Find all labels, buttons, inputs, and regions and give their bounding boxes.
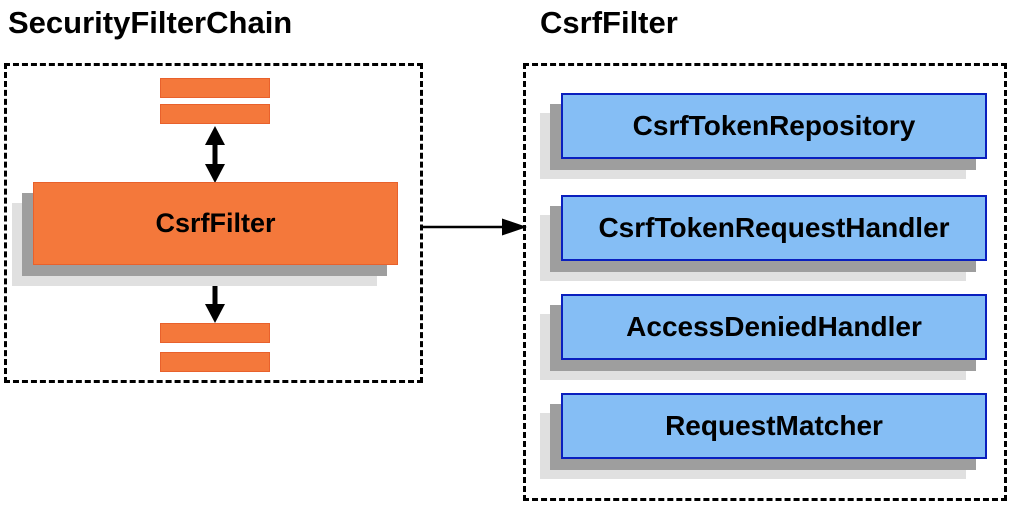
bidirectional-arrow-icon [205, 266, 225, 323]
component-label: RequestMatcher [665, 410, 883, 441]
csrf-filter-title: CsrfFilter [540, 5, 678, 40]
component-label: CsrfTokenRequestHandler [598, 212, 950, 243]
bidirectional-arrow-icon [205, 126, 225, 183]
component-request-matcher: RequestMatcher [561, 393, 987, 459]
security-filter-chain-container [4, 63, 423, 383]
filter-placeholder-bar [160, 323, 270, 343]
component-csrf-token-repository: CsrfTokenRepository [561, 93, 987, 159]
component-label: CsrfTokenRepository [632, 110, 916, 141]
filter-placeholder-bar [160, 78, 270, 98]
csrf-filter-detail-container [523, 63, 1007, 501]
component-csrf-token-request-handler: CsrfTokenRequestHandler [561, 195, 987, 261]
component-access-denied-handler: AccessDeniedHandler [561, 294, 987, 360]
filter-placeholder-bar [160, 352, 270, 372]
filter-placeholder-bar [160, 104, 270, 124]
csrf-filter-node-label: CsrfFilter [155, 208, 276, 238]
component-label: AccessDeniedHandler [626, 311, 922, 342]
flow-arrow-icon [422, 218, 527, 236]
security-filter-chain-title: SecurityFilterChain [8, 5, 293, 40]
csrf-filter-node: CsrfFilter [33, 182, 398, 265]
